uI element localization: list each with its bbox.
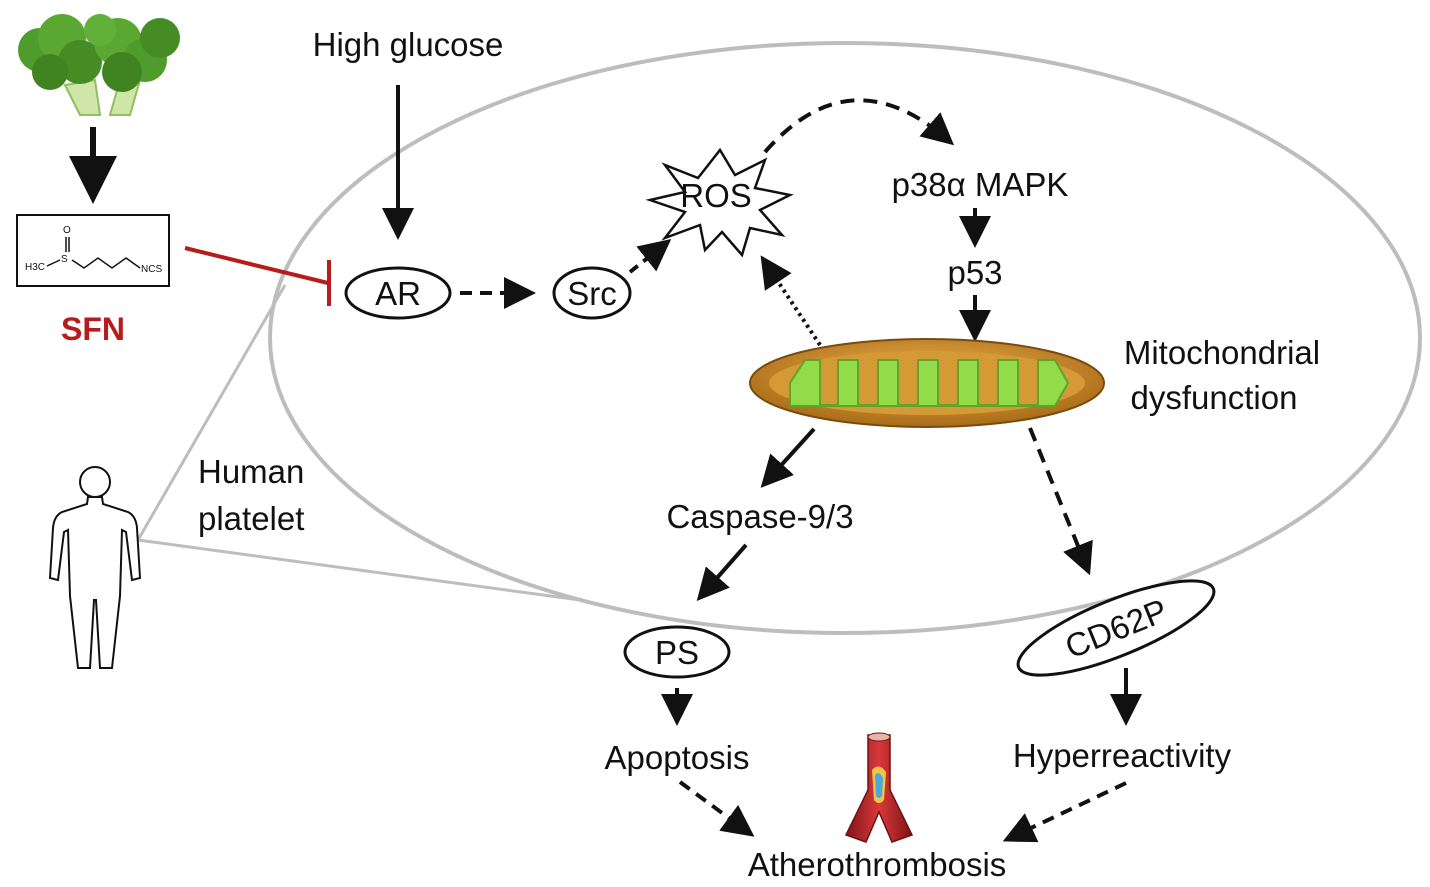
structure-o: O (63, 225, 71, 236)
src-label: Src (567, 275, 617, 312)
p53-label: p53 (947, 254, 1002, 291)
structure-ncs: NCS (141, 264, 162, 275)
zoom-line-bottom (137, 538, 581, 602)
sfn-inhibition-line (184, 246, 329, 285)
structure-s: S (61, 254, 68, 265)
arrow-mito-to-caspase (760, 427, 816, 488)
cd62p-node: CD62P (1016, 579, 1216, 677)
arrow-hyper-to-athero (1002, 781, 1127, 843)
arrow-caspase-to-ps (696, 543, 748, 602)
sfn-structure: H3C S O NCS (16, 214, 170, 287)
high-glucose-label: High glucose (313, 26, 504, 63)
human-label-line2: platelet (198, 500, 304, 537)
zoom-line-top (136, 284, 287, 541)
mito-label-line1: Mitochondrial (1124, 334, 1320, 371)
hyperreactivity-label: Hyperreactivity (1013, 737, 1232, 774)
arrow-apoptosis-to-athero (678, 780, 755, 837)
mito-label-line2: dysfunction (1131, 379, 1298, 416)
mitochondrion-icon (749, 338, 1105, 428)
human-label-line1: Human (198, 453, 304, 490)
arrow-mito-to-ros (760, 255, 822, 347)
ar-node (344, 266, 452, 320)
arrow-ros-to-p38 (763, 98, 955, 154)
blood-vessel-icon (844, 732, 914, 843)
caspase-label: Caspase-9/3 (666, 498, 853, 535)
src-node (552, 266, 632, 320)
broccoli-icon (18, 14, 180, 116)
ros-burst-icon (645, 147, 794, 258)
platelet-outline (268, 41, 1422, 635)
ps-node (623, 625, 731, 679)
arrow-mito-to-cd62p (1028, 427, 1093, 576)
structure-ch3: H3C (25, 262, 45, 273)
arrow-src-to-ros (628, 239, 672, 274)
ps-label: PS (655, 634, 699, 671)
atherothrombosis-label: Atherothrombosis (748, 846, 1007, 883)
ar-label: AR (375, 275, 421, 312)
human-body-icon (48, 466, 142, 669)
ros-label: ROS (680, 177, 752, 214)
sfn-label: SFN (61, 311, 125, 347)
p38-label: p38α MAPK (892, 166, 1069, 203)
apoptosis-label: Apoptosis (605, 739, 750, 776)
